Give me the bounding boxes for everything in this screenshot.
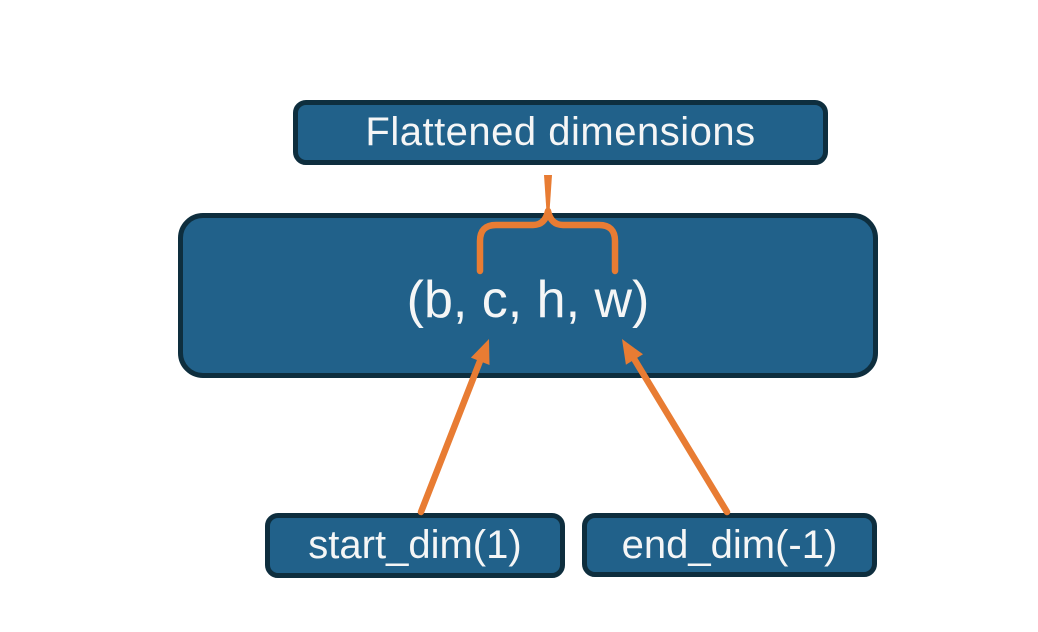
tensor-shape-box: (b, c, h, w)	[178, 213, 878, 378]
start-dim-box: start_dim(1)	[265, 513, 565, 578]
end-dim-label: end_dim(-1)	[621, 522, 838, 567]
flattened-dimensions-label: Flattened dimensions	[365, 110, 756, 154]
start-dim-label: start_dim(1)	[308, 523, 522, 567]
flattened-dimensions-box: Flattened dimensions	[293, 100, 828, 165]
tensor-shape-label: (b, c, h, w)	[406, 271, 650, 329]
end-dim-box: end_dim(-1)	[582, 513, 877, 577]
brace-stem	[544, 175, 552, 212]
